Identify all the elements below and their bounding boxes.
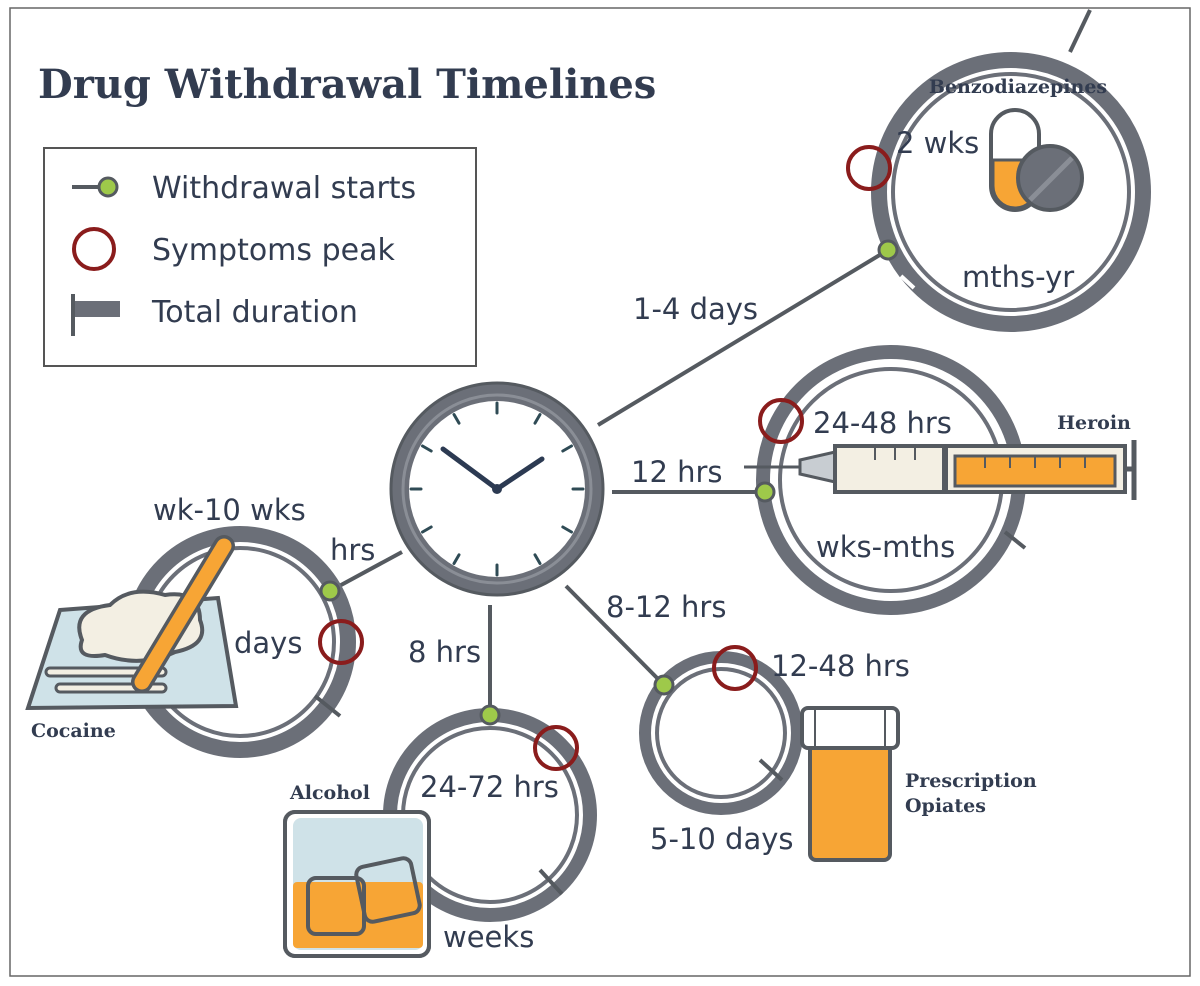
cocaine-duration-label: wk-10 wks [153, 493, 306, 527]
clock-tick [561, 525, 573, 534]
legend-peak-icon [72, 227, 116, 271]
cocaine-peak-label: days [234, 626, 302, 660]
connector-benzodiazepines [596, 248, 890, 427]
benzodiazepines-onset-label: 1-4 days [633, 292, 758, 326]
clock-tick [421, 444, 433, 453]
legend-withdrawal-label: Withdrawal starts [152, 171, 416, 206]
prescription-opiates-start-dot [653, 674, 675, 696]
legend-peak-label: Symptoms peak [152, 233, 395, 268]
clock-tick [533, 553, 542, 565]
connector-cocaine [329, 550, 403, 593]
alcohol-duration-marker [538, 868, 564, 896]
legend-withdrawal-icon [72, 176, 119, 198]
pill-icon [989, 108, 1084, 212]
cocaine-start-dot [319, 580, 341, 602]
benzodiazepines-peak-marker [846, 145, 892, 191]
prescription-opiates-timeline: Prescription Opiates 12-48 hrs 5-10 days… [606, 590, 1037, 862]
heroin-duration-label: wks-mths [816, 530, 955, 564]
heroin-duration-marker [1003, 530, 1027, 550]
alcohol-duration-label: weeks [443, 920, 534, 954]
prescription-opiates-name-line1: Prescription [905, 770, 1037, 792]
clock-icon [389, 381, 605, 597]
cocaine-name: Cocaine [31, 720, 116, 742]
alcohol-onset-label: 8 hrs [408, 635, 481, 669]
clock-tick [452, 413, 461, 425]
prescription-opiates-duration-marker [758, 758, 784, 782]
prescription-opiates-peak-marker [712, 645, 758, 691]
alcohol-name: Alcohol [289, 782, 370, 804]
benzodiazepines-start-dot [877, 239, 899, 261]
alcohol-timeline: Alcohol 24-72 hrs weeks 8 hrs [283, 635, 597, 958]
clock-tick [452, 553, 461, 565]
connector-lines [329, 248, 890, 714]
alcohol-peak-marker [533, 725, 579, 771]
clock-tick [533, 413, 542, 425]
heroin-timeline: Heroin 24-48 hrs wks-mths 12 hrs [631, 345, 1137, 615]
legend-duration-icon [71, 294, 120, 336]
prescription-opiates-duration-label: 5-10 days [650, 822, 794, 856]
heroin-peak-label: 24-48 hrs [813, 406, 952, 440]
benzodiazepines-name: Benzodiazepines [929, 76, 1107, 98]
page-title: Drug Withdrawal Timelines [38, 61, 656, 108]
legend: Withdrawal starts Symptoms peak Total du… [43, 147, 477, 367]
alcohol-peak-label: 24-72 hrs [420, 770, 559, 804]
benzodiazepines-timeline: Benzodiazepines 2 wks mths-yr 1-4 days [633, 9, 1151, 332]
benzodiazepines-peak-label: 2 wks [896, 126, 979, 160]
cocaine-peak-marker [318, 619, 364, 665]
cocaine-duration-marker [313, 694, 342, 718]
benzodiazepines-duration-marker [1068, 9, 1092, 53]
connector-prescription-opiates [564, 584, 666, 687]
legend-duration-label: Total duration [151, 295, 358, 330]
pill-bottle-icon [800, 706, 900, 862]
benzodiazepines-duration-label: mths-yr [962, 260, 1074, 294]
syringe-icon [744, 440, 1137, 500]
heroin-peak-marker [758, 398, 804, 444]
glass-icon [283, 810, 431, 958]
cocaine-timeline: Cocaine wk-10 wks hrs days [25, 493, 375, 758]
clock-tick [561, 444, 573, 453]
cocaine-icon [25, 535, 239, 711]
cocaine-onset-label: hrs [330, 533, 375, 567]
alcohol-start-dot [479, 704, 501, 726]
heroin-start-dot [754, 481, 776, 503]
heroin-name: Heroin [1057, 412, 1131, 434]
prescription-opiates-name-line2: Opiates [905, 795, 986, 817]
prescription-opiates-peak-label: 12-48 hrs [771, 649, 910, 683]
prescription-opiates-onset-label: 8-12 hrs [606, 590, 726, 624]
clock-tick [421, 525, 433, 534]
heroin-onset-label: 12 hrs [631, 455, 723, 489]
